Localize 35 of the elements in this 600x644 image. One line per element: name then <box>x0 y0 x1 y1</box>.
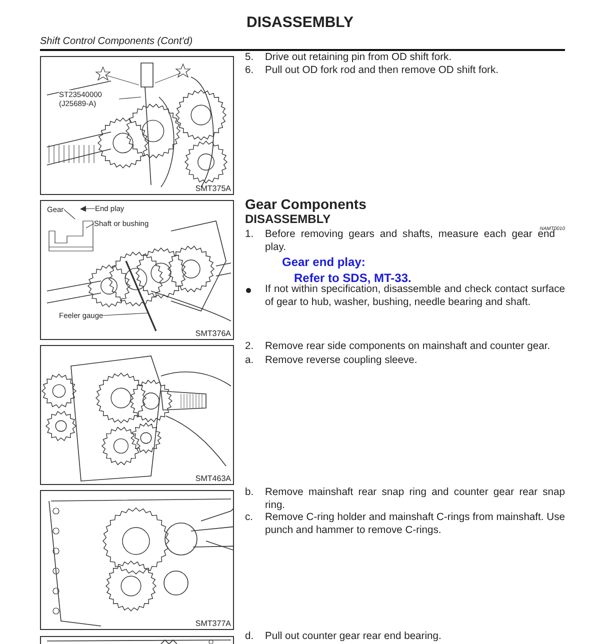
spec-note: Refer to SDS, MT-33. <box>294 271 412 285</box>
figure-panel <box>40 636 234 644</box>
figure-code: SMT375A <box>195 184 231 193</box>
leader-line <box>118 96 142 100</box>
leader-line <box>86 223 94 228</box>
step-text: Drive out retaining pin from OD shift fork. <box>265 52 453 64</box>
figure-code: SMT376A <box>195 329 231 338</box>
step-number: 2. <box>245 341 254 354</box>
step-text: Remove C-ring holder and mainshaft C-rings from mainshaft. Use punch and hammer to remove C-rings. <box>265 512 565 537</box>
step-text: Remove mainshaft rear snap ring and counter gear rear snap ring. <box>265 487 565 512</box>
figure-code: SMT377A <box>195 619 231 628</box>
step-number: 1. <box>245 229 254 242</box>
leader-line <box>102 312 148 316</box>
figure-panel <box>40 200 234 340</box>
page-title: DISASSEMBLY <box>246 14 354 31</box>
step-text: Remove rear side components on mainshaft and counter gear. <box>265 341 552 354</box>
figure-panel <box>40 56 234 195</box>
section-heading: Gear Components <box>245 196 368 212</box>
leader-line <box>80 206 96 212</box>
step-text: Pull out OD fork rod and then remove OD shift fork. <box>265 65 500 78</box>
step-number: a. <box>245 355 254 368</box>
bullet-text: If not within specification, disassemble and check contact surface of gear to hub, washer, bushing, needle bearing and shaft. <box>265 284 565 309</box>
step-number: 6. <box>245 65 254 78</box>
leader-line <box>64 209 76 220</box>
step-text: Remove reverse coupling sleeve. <box>265 355 418 368</box>
step-number: 5. <box>245 52 254 64</box>
step-text: Pull out counter gear rear end bearing. <box>265 631 442 644</box>
step-number: c. <box>245 512 254 524</box>
subsection-heading: DISASSEMBLY <box>245 212 332 226</box>
spec-note: Gear end play: <box>282 255 366 269</box>
step-number: d. <box>245 631 254 644</box>
step-number: b. <box>245 487 254 500</box>
step-text: Before removing gears and shafts, measure each gear end play. <box>265 229 555 254</box>
figure-code: SMT463A <box>195 474 231 483</box>
section-subtitle: Shift Control Components (Cont'd) <box>40 36 194 47</box>
